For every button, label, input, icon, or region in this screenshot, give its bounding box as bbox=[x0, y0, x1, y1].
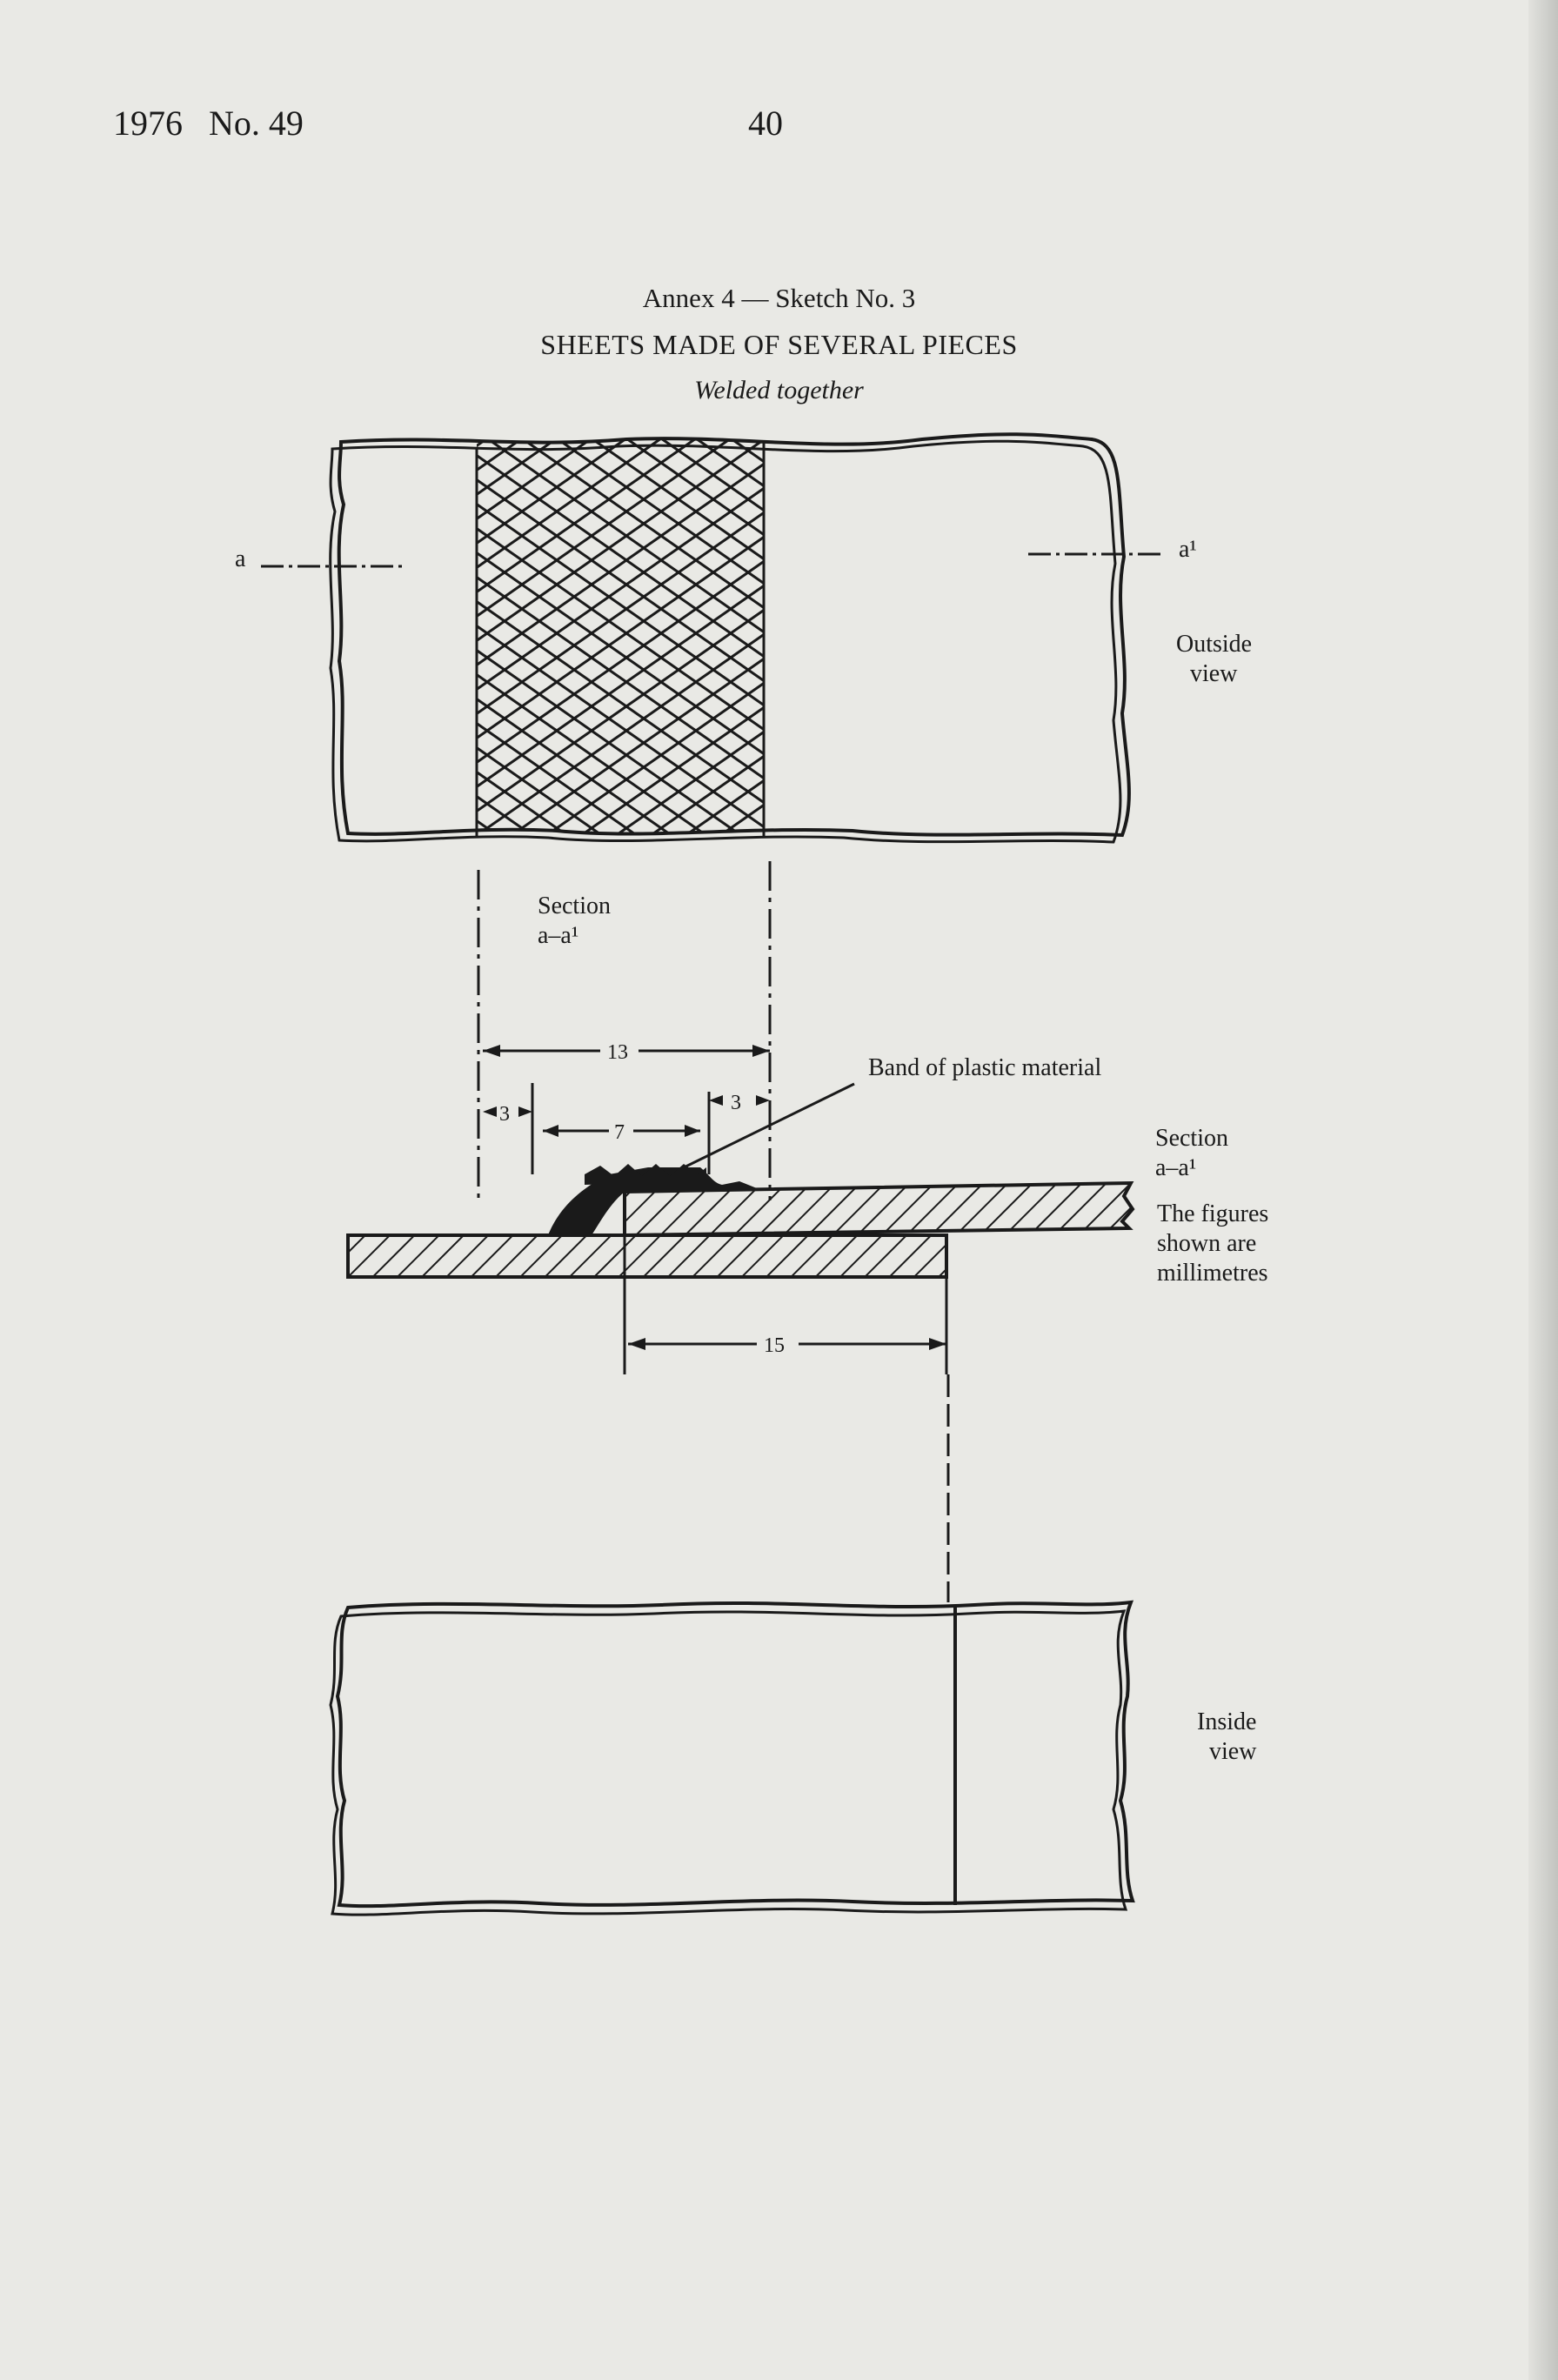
upper-sheet-section bbox=[623, 1180, 1135, 1238]
outside-view-label-line1: Outside bbox=[1176, 631, 1252, 658]
outside-view-label-line2: view bbox=[1190, 660, 1238, 687]
cross-section bbox=[346, 1164, 1135, 1374]
inside-view-sheet bbox=[329, 1600, 1135, 1916]
plastic-band bbox=[585, 1164, 706, 1185]
inside-view-label-line1: Inside bbox=[1197, 1708, 1256, 1735]
svg-text:3: 3 bbox=[731, 1092, 741, 1114]
dimension-7: 7 bbox=[543, 1117, 700, 1144]
annex-title: Annex 4 — Sketch No. 3 bbox=[642, 283, 916, 313]
svg-text:13: 13 bbox=[607, 1041, 628, 1064]
sketch-subtitle: Welded together bbox=[694, 376, 864, 404]
inside-view-label-line2: view bbox=[1209, 1738, 1257, 1765]
svg-text:7: 7 bbox=[614, 1121, 625, 1144]
label-a1: a¹ bbox=[1179, 536, 1197, 563]
label-a: a bbox=[235, 545, 246, 572]
lower-sheet-section bbox=[346, 1233, 948, 1279]
section-right-label-line1: Section bbox=[1155, 1125, 1228, 1152]
outside-view-sheet bbox=[329, 432, 1131, 844]
figures-note-line3: millimetres bbox=[1157, 1260, 1268, 1287]
dimension-13: 13 bbox=[483, 1035, 770, 1065]
inside-view-outline bbox=[335, 1600, 1135, 1909]
page-number: 40 bbox=[748, 104, 783, 143]
svg-text:3: 3 bbox=[499, 1103, 510, 1126]
dimension-3-left: 3 bbox=[483, 1103, 532, 1126]
section-label-line1: Section bbox=[538, 892, 611, 919]
dimension-15: 15 bbox=[628, 1329, 946, 1359]
figures-note-line2: shown are bbox=[1157, 1230, 1256, 1257]
weld-bead bbox=[548, 1167, 757, 1235]
outside-view-outline bbox=[337, 432, 1131, 838]
dimension-3-right: 3 bbox=[709, 1092, 770, 1114]
figures-note-line1: The figures bbox=[1157, 1200, 1268, 1227]
svg-text:15: 15 bbox=[764, 1334, 785, 1357]
section-right-label-line2: a–a¹ bbox=[1155, 1154, 1196, 1181]
document-reference: 1976 No. 49 bbox=[113, 104, 304, 143]
sketch-title: SHEETS MADE OF SEVERAL PIECES bbox=[540, 329, 1018, 360]
band-leader bbox=[669, 1082, 855, 1176]
page-edge-shadow bbox=[1528, 0, 1558, 2380]
welded-seam-lattice bbox=[477, 435, 764, 835]
section-label-line2: a–a¹ bbox=[538, 922, 578, 949]
band-label: Band of plastic material bbox=[868, 1054, 1101, 1081]
